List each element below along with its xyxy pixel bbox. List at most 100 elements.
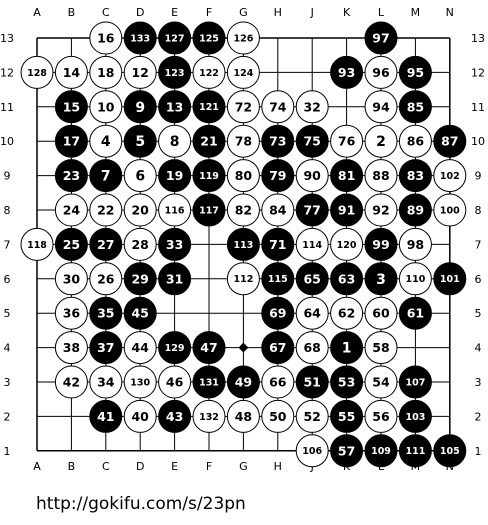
black-stone[interactable]: 113: [226, 227, 260, 261]
black-stone[interactable]: 53: [330, 365, 364, 399]
black-stone[interactable]: 63: [330, 262, 364, 296]
white-stone[interactable]: 20: [123, 193, 157, 227]
white-stone[interactable]: 54: [364, 365, 398, 399]
white-stone[interactable]: 88: [364, 159, 398, 193]
white-stone[interactable]: 10: [89, 90, 123, 124]
black-stone[interactable]: 123: [158, 55, 192, 89]
black-stone[interactable]: 29: [123, 262, 157, 296]
white-stone[interactable]: 98: [398, 227, 432, 261]
white-stone[interactable]: 116: [158, 193, 192, 227]
white-stone[interactable]: 78: [226, 124, 260, 158]
black-stone[interactable]: 117: [192, 193, 226, 227]
white-stone[interactable]: 128: [20, 55, 54, 89]
black-stone[interactable]: 115: [261, 262, 295, 296]
black-stone[interactable]: 91: [330, 193, 364, 227]
white-stone[interactable]: 94: [364, 90, 398, 124]
white-stone[interactable]: 44: [123, 331, 157, 365]
white-stone[interactable]: 16: [89, 21, 123, 55]
black-stone[interactable]: 23: [54, 159, 88, 193]
white-stone[interactable]: 36: [54, 296, 88, 330]
black-stone[interactable]: 75: [295, 124, 329, 158]
white-stone[interactable]: 34: [89, 365, 123, 399]
white-stone[interactable]: 114: [295, 227, 329, 261]
white-stone[interactable]: 30: [54, 262, 88, 296]
white-stone[interactable]: 18: [89, 55, 123, 89]
black-stone[interactable]: 93: [330, 55, 364, 89]
white-stone[interactable]: 4: [89, 124, 123, 158]
white-stone[interactable]: 130: [123, 365, 157, 399]
white-stone[interactable]: 12: [123, 55, 157, 89]
black-stone[interactable]: 41: [89, 399, 123, 433]
black-stone[interactable]: 51: [295, 365, 329, 399]
white-stone[interactable]: 72: [226, 90, 260, 124]
black-stone[interactable]: 43: [158, 399, 192, 433]
white-stone[interactable]: 122: [192, 55, 226, 89]
black-stone[interactable]: 109: [364, 434, 398, 468]
white-stone[interactable]: 28: [123, 227, 157, 261]
white-stone[interactable]: 6: [123, 159, 157, 193]
white-stone[interactable]: 102: [433, 159, 467, 193]
white-stone[interactable]: 100: [433, 193, 467, 227]
black-stone[interactable]: 27: [89, 227, 123, 261]
white-stone[interactable]: 50: [261, 399, 295, 433]
black-stone[interactable]: 35: [89, 296, 123, 330]
black-stone[interactable]: 133: [123, 21, 157, 55]
black-stone[interactable]: 111: [398, 434, 432, 468]
white-stone[interactable]: 32: [295, 90, 329, 124]
white-stone[interactable]: 120: [330, 227, 364, 261]
white-stone[interactable]: 90: [295, 159, 329, 193]
white-stone[interactable]: 96: [364, 55, 398, 89]
black-stone[interactable]: 47: [192, 331, 226, 365]
white-stone[interactable]: 46: [158, 365, 192, 399]
white-stone[interactable]: 26: [89, 262, 123, 296]
white-stone[interactable]: 52: [295, 399, 329, 433]
black-stone[interactable]: 45: [123, 296, 157, 330]
white-stone[interactable]: 42: [54, 365, 88, 399]
black-stone[interactable]: 105: [433, 434, 467, 468]
black-stone[interactable]: 55: [330, 399, 364, 433]
source-url[interactable]: http://gokifu.com/s/23pn: [36, 494, 246, 514]
white-stone[interactable]: 66: [261, 365, 295, 399]
black-stone[interactable]: 57: [330, 434, 364, 468]
black-stone[interactable]: 9: [123, 90, 157, 124]
black-stone[interactable]: 73: [261, 124, 295, 158]
black-stone[interactable]: 85: [398, 90, 432, 124]
black-stone[interactable]: 89: [398, 193, 432, 227]
black-stone[interactable]: 97: [364, 21, 398, 55]
black-stone[interactable]: 31: [158, 262, 192, 296]
black-stone[interactable]: 21: [192, 124, 226, 158]
white-stone[interactable]: 76: [330, 124, 364, 158]
white-stone[interactable]: 2: [364, 124, 398, 158]
white-stone[interactable]: 8: [158, 124, 192, 158]
black-stone[interactable]: 107: [398, 365, 432, 399]
black-stone[interactable]: 19: [158, 159, 192, 193]
white-stone[interactable]: 110: [398, 262, 432, 296]
black-stone[interactable]: 37: [89, 331, 123, 365]
white-stone[interactable]: 40: [123, 399, 157, 433]
black-stone[interactable]: 95: [398, 55, 432, 89]
white-stone[interactable]: 62: [330, 296, 364, 330]
black-stone[interactable]: 119: [192, 159, 226, 193]
black-stone[interactable]: 61: [398, 296, 432, 330]
white-stone[interactable]: 80: [226, 159, 260, 193]
black-stone[interactable]: 131: [192, 365, 226, 399]
white-stone[interactable]: 74: [261, 90, 295, 124]
black-stone[interactable]: 5: [123, 124, 157, 158]
white-stone[interactable]: 14: [54, 55, 88, 89]
black-stone[interactable]: 3: [364, 262, 398, 296]
black-stone[interactable]: 127: [158, 21, 192, 55]
black-stone[interactable]: 69: [261, 296, 295, 330]
white-stone[interactable]: 124: [226, 55, 260, 89]
black-stone[interactable]: 79: [261, 159, 295, 193]
black-stone[interactable]: 33: [158, 227, 192, 261]
black-stone[interactable]: 81: [330, 159, 364, 193]
black-stone[interactable]: 49: [226, 365, 260, 399]
black-stone[interactable]: 17: [54, 124, 88, 158]
white-stone[interactable]: 56: [364, 399, 398, 433]
white-stone[interactable]: 22: [89, 193, 123, 227]
black-stone[interactable]: 25: [54, 227, 88, 261]
white-stone[interactable]: 58: [364, 331, 398, 365]
black-stone[interactable]: 77: [295, 193, 329, 227]
black-stone[interactable]: 83: [398, 159, 432, 193]
black-stone[interactable]: 99: [364, 227, 398, 261]
